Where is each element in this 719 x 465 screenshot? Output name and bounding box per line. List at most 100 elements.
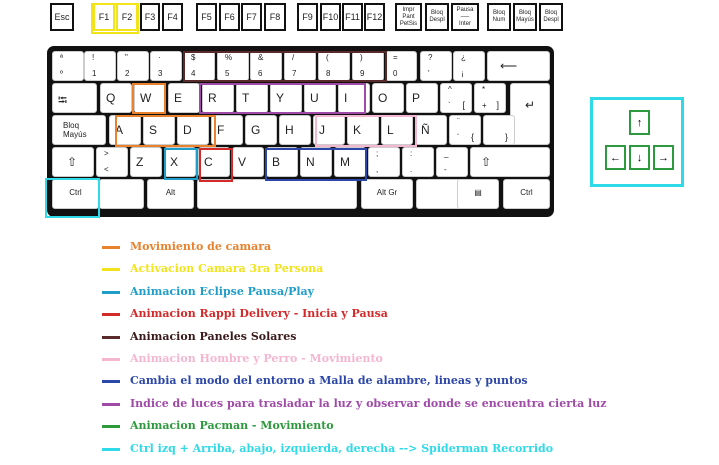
key-r1-8[interactable]: (8 <box>318 51 350 81</box>
key-r1-7[interactable]: /7 <box>284 51 316 81</box>
alt-gr-key[interactable]: Alt Gr <box>361 179 413 209</box>
key-label: Alt Gr <box>376 188 398 197</box>
key-lower-label: 7 <box>292 69 297 78</box>
function-key-15[interactable]: Pausa ── Inter <box>451 3 479 31</box>
function-key-17[interactable]: Bloq Mayús <box>513 3 537 31</box>
arrow-left-key[interactable]: ← <box>605 145 626 170</box>
key-j[interactable]: J <box>313 115 345 145</box>
key-s[interactable]: S <box>143 115 175 145</box>
tab-key[interactable]: ⭾ <box>52 83 97 113</box>
key-y[interactable]: Y <box>270 83 302 113</box>
key-angle-brackets[interactable]: >< <box>96 147 128 177</box>
key-r3-12[interactable]: } <box>483 115 515 145</box>
key-o[interactable]: O <box>372 83 404 113</box>
key-r1-10[interactable]: =0 <box>385 51 417 81</box>
function-key-18[interactable]: Bloq Despl <box>539 3 563 31</box>
function-key-7[interactable]: F7 <box>241 3 262 31</box>
key-r1-2[interactable]: "2 <box>117 51 149 81</box>
function-key-14[interactable]: Bloq Despl <box>425 3 449 31</box>
key-k[interactable]: K <box>347 115 379 145</box>
key-r[interactable]: R <box>202 83 234 113</box>
key-label: R <box>208 91 217 105</box>
key-r2-12[interactable]: *+] <box>474 83 506 113</box>
key-i[interactable]: I <box>338 83 370 113</box>
caps-lock-key[interactable]: Bloq Mayús <box>52 115 106 145</box>
space-bar[interactable] <box>197 179 357 209</box>
right-ctrl-key[interactable]: Ctrl <box>503 179 550 209</box>
legend-swatch <box>102 380 120 384</box>
function-key-11[interactable]: F11 <box>342 3 363 31</box>
key-label: D <box>183 123 192 137</box>
key-r1-12[interactable]: ¿¡ <box>453 51 485 81</box>
function-key-2[interactable]: F2 <box>116 3 138 31</box>
key-c[interactable]: C <box>198 147 230 177</box>
key-d[interactable]: D <box>177 115 209 145</box>
right-shift-key[interactable]: ⇧ <box>470 147 550 177</box>
key-b[interactable]: B <box>266 147 298 177</box>
key-m[interactable]: M <box>334 147 366 177</box>
function-key-13[interactable]: Impr Pant PetSis <box>395 3 422 31</box>
key-r1-9[interactable]: )9 <box>352 51 384 81</box>
left-blank-key[interactable] <box>99 179 144 209</box>
key-label: O <box>378 91 388 105</box>
key-f[interactable]: F <box>211 115 243 145</box>
legend-label: Indice de luces para trasladar la luz y … <box>130 396 607 410</box>
menu-key[interactable]: ▤ <box>457 179 499 209</box>
enter-key[interactable]: ↵ <box>510 83 550 145</box>
arrow-up-key[interactable]: ↑ <box>629 110 650 135</box>
key-x[interactable]: X <box>164 147 196 177</box>
function-key-4[interactable]: F4 <box>162 3 183 31</box>
key-lower-label: , <box>376 165 379 174</box>
key-h[interactable]: H <box>279 115 311 145</box>
key-r1-4[interactable]: $4 <box>183 51 215 81</box>
shift-icon: ⇧ <box>481 155 492 169</box>
key-u[interactable]: U <box>304 83 336 113</box>
key-r1-6[interactable]: &6 <box>250 51 282 81</box>
function-key-9[interactable]: F9 <box>297 3 318 31</box>
key-ñ[interactable]: Ñ <box>415 115 447 145</box>
key-r3-11[interactable]: ¨´{ <box>449 115 481 145</box>
function-key-5[interactable]: F5 <box>196 3 217 31</box>
key-lower-label: ¡ <box>461 69 464 78</box>
key-r4-11[interactable]: _- <box>436 147 468 177</box>
key-lower-label: 2 <box>125 69 130 78</box>
key-z[interactable]: Z <box>130 147 162 177</box>
arrow-right-key[interactable]: → <box>653 145 674 170</box>
right-blank-key[interactable] <box>416 179 463 209</box>
key-alt-label: [ <box>462 100 465 110</box>
alt-key[interactable]: Alt <box>147 179 194 209</box>
backspace-key[interactable]: ⟵ <box>487 51 550 81</box>
function-key-1[interactable]: F1 <box>93 3 115 31</box>
function-key-0[interactable]: Esc <box>50 3 74 31</box>
key-n[interactable]: N <box>300 147 332 177</box>
key-r4-9[interactable]: ;, <box>368 147 400 177</box>
key-g[interactable]: G <box>245 115 277 145</box>
key-w[interactable]: W <box>134 83 166 113</box>
key-upper-label: ) <box>360 53 363 62</box>
function-key-10[interactable]: F10 <box>320 3 341 31</box>
key-p[interactable]: P <box>406 83 438 113</box>
left-ctrl-key[interactable]: Ctrl <box>52 179 99 209</box>
key-r2-11[interactable]: ^`[ <box>440 83 472 113</box>
function-key-12[interactable]: F12 <box>364 3 385 31</box>
function-key-16[interactable]: Bloq Num <box>487 3 511 31</box>
key-l[interactable]: L <box>381 115 413 145</box>
function-key-6[interactable]: F6 <box>219 3 240 31</box>
function-key-3[interactable]: F3 <box>140 3 160 31</box>
key-t[interactable]: T <box>236 83 268 113</box>
key-r1-1[interactable]: !1 <box>84 51 116 81</box>
arrow-down-key[interactable]: ↓ <box>629 145 650 170</box>
key-r4-10[interactable]: :. <box>402 147 434 177</box>
key-a[interactable]: A <box>109 115 141 145</box>
key-e[interactable]: E <box>168 83 200 113</box>
key-label: B <box>272 155 281 169</box>
key-q[interactable]: Q <box>100 83 132 113</box>
key-r1-3[interactable]: ·3 <box>150 51 182 81</box>
left-shift-key[interactable]: ⇧ <box>52 147 94 177</box>
key-r1-5[interactable]: %5 <box>217 51 249 81</box>
function-key-8[interactable]: F8 <box>264 3 286 31</box>
key-v[interactable]: V <box>232 147 264 177</box>
key-label: Alt <box>165 188 176 197</box>
key-r1-11[interactable]: ?' <box>420 51 452 81</box>
